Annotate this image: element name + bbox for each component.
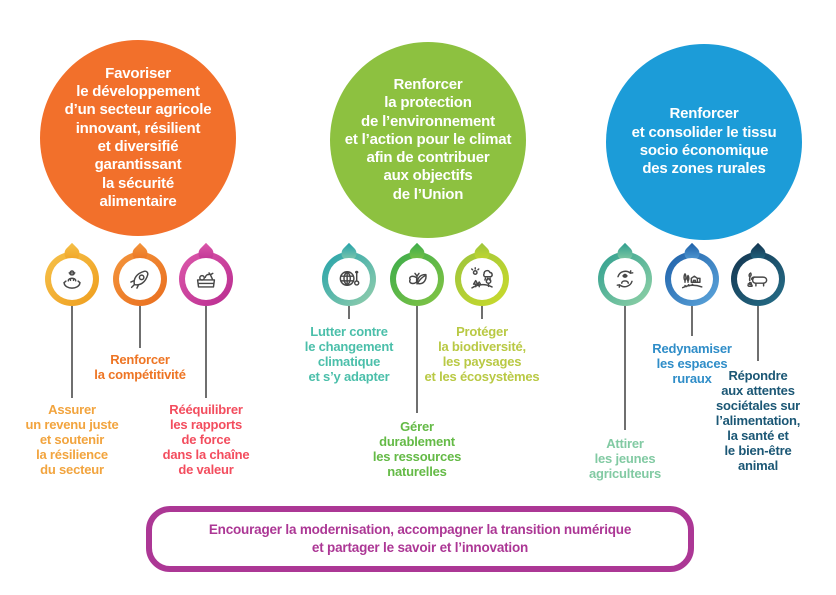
rocket-icon: [130, 270, 149, 289]
connector-line: [348, 306, 350, 319]
pin-inner: [328, 258, 370, 300]
modernisation-banner: Encourager la modernisation, accompagner…: [146, 506, 694, 572]
economy-circle-text: Favoriser le développement d’un secteur …: [64, 64, 212, 210]
young-farmers-pin: [598, 252, 652, 306]
natural-resources-label: Gérer durablement les ressources naturel…: [372, 419, 462, 480]
connector-line: [416, 306, 418, 413]
pin-inner: [671, 258, 713, 300]
pin-inner: [604, 258, 646, 300]
butterfly-leaf-icon: [408, 272, 427, 285]
income-label: Assurer un revenu juste et soutenir la r…: [25, 402, 119, 478]
connector-line: [481, 306, 483, 319]
natural-resources-pin: [390, 252, 444, 306]
globe-thermometer-icon: [339, 270, 360, 287]
rural-circle-text: Renforcer et consolider le tissu socio é…: [631, 105, 777, 178]
animal-welfare-label: Répondre aux attentes sociétales sur l’a…: [715, 368, 801, 474]
pin-inner: [461, 258, 503, 300]
vegetable-crate-icon: [196, 272, 216, 288]
biodiversity-pin: [455, 252, 509, 306]
biodiversity-label: Protéger la biodiversité, les paysages e…: [424, 324, 540, 385]
rural-village-icon: [681, 273, 703, 289]
competitiveness-label: Renforcer la compétitivité: [94, 352, 186, 383]
livestock-welfare-icon: [747, 272, 768, 287]
pin-inner: [51, 258, 93, 300]
rural-areas-label: Redynamiser les espaces ruraux: [652, 341, 732, 387]
pin-inner: [185, 258, 227, 300]
connector-line: [139, 306, 141, 348]
farmer-renewal-icon: [616, 270, 634, 288]
rural-circle: Renforcer et consolider le tissu socio é…: [606, 44, 802, 240]
animal-welfare-pin: [731, 252, 785, 306]
competitiveness-pin: [113, 252, 167, 306]
climate-pin: [322, 252, 376, 306]
value-chain-pin: [179, 252, 233, 306]
economy-circle: Favoriser le développement d’un secteur …: [40, 40, 236, 236]
connector-line: [757, 306, 759, 361]
pin-inner: [119, 258, 161, 300]
modernisation-banner-text: Encourager la modernisation, accompagner…: [208, 521, 632, 555]
connector-line: [205, 306, 207, 398]
young-farmers-label: Attirer les jeunes agriculteurs: [588, 436, 661, 482]
pin-inner: [737, 258, 779, 300]
environment-circle-text: Renforcer la protection de l’environneme…: [344, 75, 512, 203]
environment-circle: Renforcer la protection de l’environneme…: [330, 42, 526, 238]
connector-line: [691, 306, 693, 336]
connector-line: [71, 306, 73, 398]
value-chain-label: Rééquilibrer les rapports de force dans …: [162, 402, 250, 478]
climate-label: Lutter contre le changement climatique e…: [304, 324, 394, 385]
rural-areas-pin: [665, 252, 719, 306]
connector-line: [624, 306, 626, 430]
farmer-in-hands-icon: [63, 270, 81, 289]
pin-inner: [396, 258, 438, 300]
landscape-weather-icon: [471, 267, 493, 289]
income-pin: [45, 252, 99, 306]
